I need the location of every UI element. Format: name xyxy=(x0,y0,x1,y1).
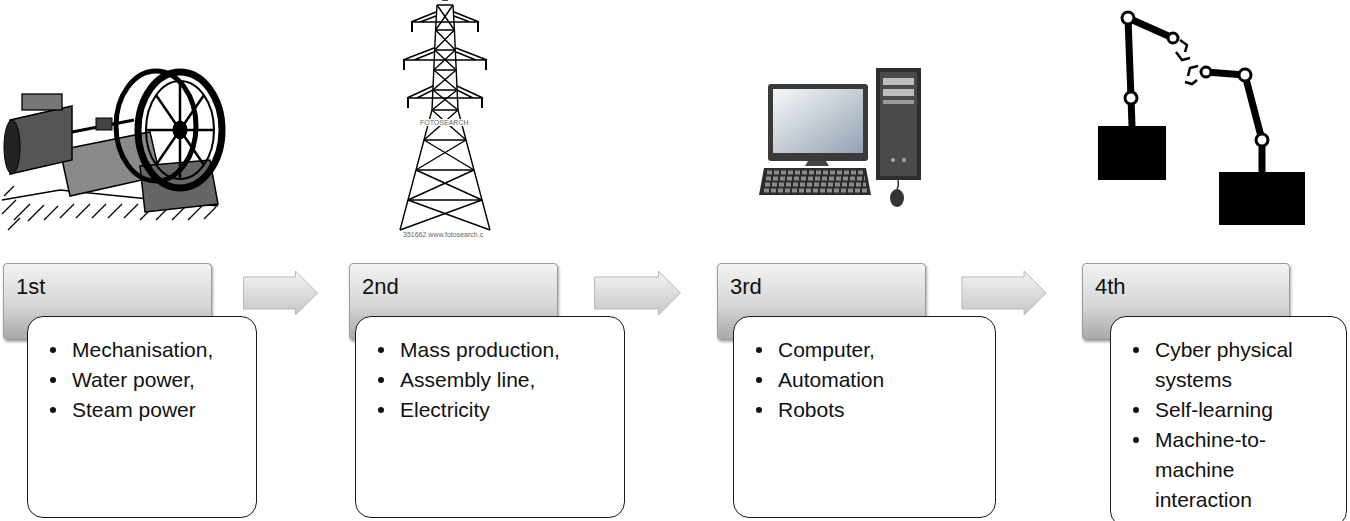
bullet-item: Assembly line, xyxy=(378,365,614,395)
bullet-item: Robots xyxy=(756,395,985,425)
stage-list-box: Computer,AutomationRobots xyxy=(733,316,996,518)
stage-list-box: Mechanisation,Water power,Steam power xyxy=(27,316,257,518)
bullet-item: Automation xyxy=(756,365,985,395)
stage-number: 3rd xyxy=(730,274,762,300)
desktop-computer xyxy=(759,68,921,207)
watermark-text: 351662 www.fotosearch.c xyxy=(403,231,483,238)
stage-arrow xyxy=(244,271,318,315)
bullet-item: Computer, xyxy=(756,335,985,365)
bullet-item: Water power, xyxy=(50,365,246,395)
steam-engine xyxy=(2,71,222,230)
watermark: FOTOSEARCH xyxy=(420,111,469,129)
stage-list-box: Mass production,Assembly line,Electricit… xyxy=(355,316,625,518)
bullet-item: Self-learning xyxy=(1133,395,1336,425)
bullet-item: Machine-to-machine interaction xyxy=(1133,425,1336,515)
stage-number: 1st xyxy=(16,274,45,300)
robot-arms xyxy=(1098,12,1305,225)
stage-number: 4th xyxy=(1095,274,1126,300)
power-pylon xyxy=(400,0,490,230)
stage-list-box: Cyber physical systemsSelf-learningMachi… xyxy=(1110,316,1347,521)
bullet-item: Steam power xyxy=(50,395,246,425)
bullet-item: Electricity xyxy=(378,395,614,425)
stage-arrow xyxy=(595,271,681,315)
stage-arrow xyxy=(962,271,1046,315)
watermark: 351662 www.fotosearch.c xyxy=(403,223,483,241)
bullet-item: Cyber physical systems xyxy=(1133,335,1336,395)
bullet-item: Mechanisation, xyxy=(50,335,246,365)
watermark-text: FOTOSEARCH xyxy=(420,119,469,126)
stage-number: 2nd xyxy=(362,274,399,300)
bullet-item: Mass production, xyxy=(378,335,614,365)
